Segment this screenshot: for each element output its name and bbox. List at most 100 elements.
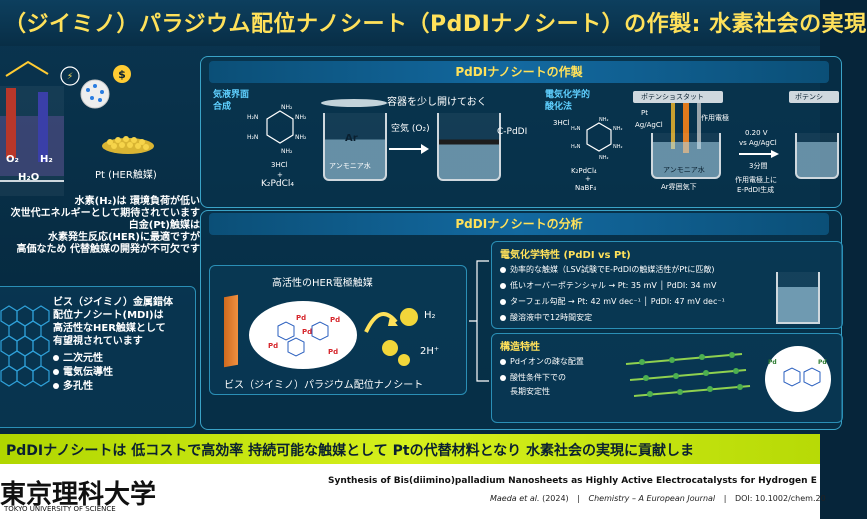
voltage-1: 0.20 V (745, 129, 768, 137)
ar-label: Ar (345, 133, 358, 144)
curved-arrow-icon (364, 312, 398, 333)
arrow-right-icon (389, 144, 429, 154)
hplus-text: 2H⁺ (420, 346, 440, 357)
svg-text:H₂N: H₂N (247, 134, 258, 141)
year: (2024) (542, 494, 569, 503)
beaker-product (437, 113, 501, 181)
electro-title: 電気化学特性 (PdDI vs Pt) (500, 250, 631, 261)
electrode-plate (224, 294, 238, 368)
ref-electrode-label: Ag/AgCl (635, 121, 663, 129)
h2-label: H₂ (40, 154, 53, 165)
svg-text:Pd: Pd (818, 359, 827, 366)
reagent-k2pdcl4: K₂PdCl₄ (261, 179, 295, 189)
svg-text:Pd: Pd (328, 348, 338, 356)
synthesis-header: PdDIナノシートの作製 (209, 61, 829, 83)
university-logo-text: 東京理科大学 (0, 480, 157, 510)
conclusion-text: PdDIナノシートは 低コストで高効率 持続可能な触媒として Ptの代替材料とな… (6, 443, 695, 459)
potentiostat-box-2: ポテンシ (789, 91, 839, 103)
electro-nabf4: NaBF₄ (575, 184, 597, 192)
mdi-line-1: ビス（ジイミノ）金属錯体 (53, 297, 173, 308)
analysis-header: PdDIナノシートの分析 (209, 213, 829, 235)
footer: 東京理科大学 TOKYO UNIVERSITY OF SCIENCE Synth… (0, 464, 826, 519)
title-bar: （ジイミノ）パラジウム配位ナノシート（PdDIナノシート）の作製: 水素社会の実… (0, 0, 866, 46)
container-note: 容器を少し開けておく (387, 97, 487, 108)
struct-item-2-cont: 長期安定性 (510, 387, 550, 396)
svg-text:⚡: ⚡ (67, 72, 73, 82)
beaker-electrochem-2 (795, 133, 839, 179)
connector-lines (469, 260, 489, 382)
potentiostat-label-2: ポテンシ (795, 93, 823, 101)
gas-liquid-label-2: 合成 (213, 102, 232, 112)
intro-line-4: 水素発生反応(HER)に最適ですが (47, 232, 200, 243)
authors: Maeda et al. (490, 494, 540, 503)
hplus-bubble (382, 340, 398, 356)
gas-liquid-label-1: 気液界面 (213, 90, 250, 100)
her-title: 高活性のHER電極触媒 (272, 278, 373, 289)
o2-label: O₂ (6, 154, 19, 165)
svg-text:NH₂: NH₂ (599, 155, 609, 161)
conclusion-banner: PdDIナノシートは 低コストで高効率 持続可能な触媒として Ptの代替材料とな… (0, 434, 820, 464)
journal: Chemistry – A European Journal (588, 494, 716, 503)
her-caption: ビス（ジイミノ）パラジウム配位ナノシート (224, 380, 424, 391)
electro-label-1: 電気化学的 (545, 90, 591, 100)
svg-text:Pd: Pd (296, 314, 306, 322)
svg-text:$: $ (118, 68, 126, 81)
hplus-bubble-2 (398, 354, 410, 366)
electrodes-illustration (671, 103, 701, 153)
electrolysis-beaker-thumbnail (776, 272, 820, 324)
citation: Maeda et al. (2024) | Chemistry – A Euro… (490, 494, 826, 503)
struct-title: 構造特性 (500, 342, 540, 353)
electro-3hcl: 3HCl (553, 119, 570, 127)
doi: DOI: 10.1002/chem.20 (734, 494, 826, 503)
svg-text:Pd: Pd (768, 359, 777, 366)
left-column: ⚡ $ O₂ H₂ H₂O Pt (HER触媒) 水素(H₂)は 環境負 (0, 46, 200, 434)
electro-label-2: 酸化法 (545, 102, 573, 112)
result-2: E-PdDI生成 (737, 186, 775, 194)
intro-text: 水素(H₂)は 環境負荷が低い 次世代エネルギーとして期待されています 白金(P… (0, 196, 200, 256)
air-label: 空気 (O₂) (391, 124, 430, 134)
struct-item-2: 酸性条件下での (500, 372, 566, 383)
electro-plus: + (585, 175, 591, 183)
mdi-line-3: 高活性なHER触媒として (53, 323, 166, 334)
svg-text:NH₂: NH₂ (599, 117, 609, 123)
mdi-prop-2: 電気伝導性 (53, 363, 113, 378)
pt-her-label: Pt (HER触媒) (95, 170, 157, 181)
svg-text:NH₂: NH₂ (613, 144, 623, 150)
intro-line-1: 水素(H₂)は 環境負荷が低い (74, 196, 200, 207)
electro-item-4: 酸溶液中で12時間安定 (500, 312, 592, 323)
electro-k2pdcl4: K₂PdCl₄ (571, 167, 597, 175)
electrochem-box: 電気化学特性 (PdDI vs Pt) 効率的な触媒（LSV試験でE-PdDIの… (491, 241, 843, 329)
electro-item-1: 効率的な触媒（LSV試験でE-PdDIの触媒活性がPtに匹敵) (500, 264, 714, 275)
intro-line-3: 白金(Pt)触媒は (128, 220, 200, 231)
svg-text:NH₂: NH₂ (281, 148, 293, 155)
pddi-zoom-illustration: Pd Pd (765, 346, 831, 412)
work-electrode-label: 作用電極 (701, 114, 729, 122)
svg-text:H₂N: H₂N (571, 144, 581, 150)
university-en: TOKYO UNIVERSITY OF SCIENCE (4, 505, 116, 513)
voltage-2: vs Ag/AgCl (739, 139, 777, 147)
h2-text: H₂ (424, 310, 436, 321)
mdi-box: ビス（ジイミノ）金属錯体 配位ナノシート(MDI)は 高活性なHER触媒として … (0, 286, 196, 428)
structure-box: 構造特性 Pdイオンの疎な配置 酸性条件下での 長期安定性 (491, 333, 843, 423)
mdi-line-2: 配位ナノシート(MDI)は (53, 310, 164, 321)
svg-text:Pd: Pd (330, 316, 340, 324)
beaker-electrochem (651, 133, 721, 179)
mdi-prop-3: 多孔性 (53, 377, 93, 392)
duration-label: 3分間 (749, 162, 768, 170)
svg-text:Pd: Pd (268, 342, 278, 350)
graphene-sheet-illustration (0, 305, 50, 387)
struct-item-1: Pdイオンの疎な配置 (500, 356, 584, 367)
ammonia-label: アンモニア水 (329, 162, 371, 170)
page-title: （ジイミノ）パラジウム配位ナノシート（PdDIナノシート）の作製: 水素社会の実… (4, 12, 867, 37)
infographic: （ジイミノ）パラジウム配位ナノシート（PdDIナノシート）の作製: 水素社会の実… (0, 0, 820, 519)
svg-text:NH₂: NH₂ (295, 134, 307, 141)
separator-2: | (723, 494, 727, 503)
product-label: C-PdDI (497, 127, 528, 137)
svg-text:NH₂: NH₂ (613, 126, 623, 132)
potentiostat-box: ポテンショスタット (633, 91, 723, 103)
svg-text:H₂N: H₂N (571, 126, 581, 132)
result-1: 作用電極上に (735, 176, 777, 184)
